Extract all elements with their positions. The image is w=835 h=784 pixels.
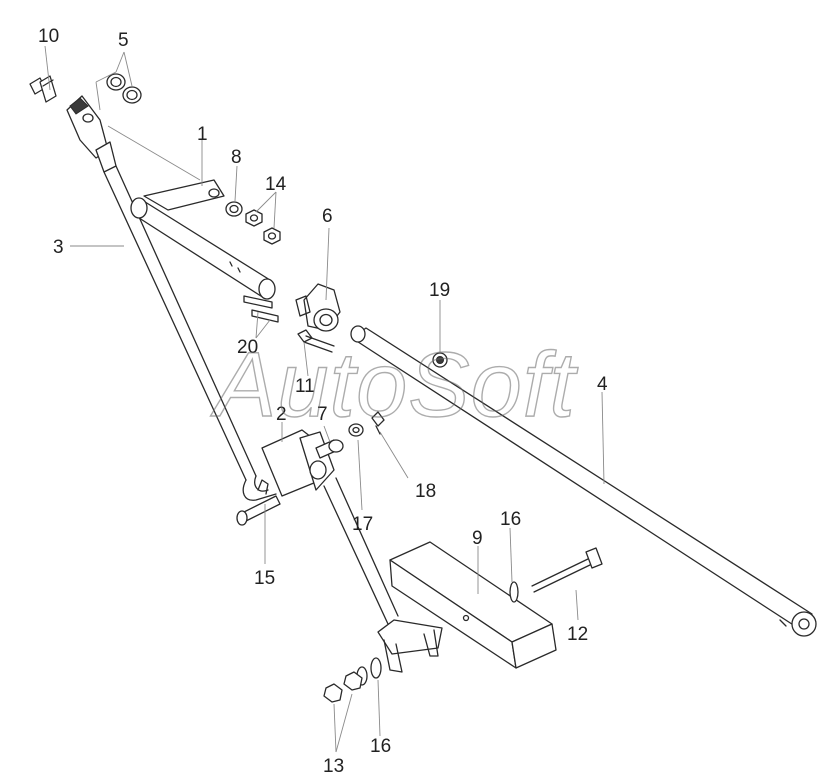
callout-11: 11 <box>295 376 315 397</box>
callout-9: 9 <box>472 528 483 549</box>
pedal-fork-part <box>377 619 443 673</box>
cotter-pin-part <box>371 411 385 435</box>
nut-pair-part <box>245 209 281 245</box>
bush-part-19 <box>432 352 448 368</box>
callout-15: 15 <box>254 568 275 589</box>
callout-10: 10 <box>38 26 59 47</box>
pedal-pad-part <box>389 541 557 669</box>
washer-part-8 <box>225 201 243 217</box>
key-pair-part <box>243 295 279 323</box>
bolt-part-11 <box>297 329 335 353</box>
callout-18: 18 <box>415 481 436 502</box>
callout-16-upper: 16 <box>500 509 521 530</box>
callout-7: 7 <box>317 404 328 425</box>
callout-14: 14 <box>265 174 287 195</box>
callout-1: 1 <box>197 124 208 145</box>
callout-19: 19 <box>429 280 450 301</box>
nut-pair-part-13 <box>323 671 363 703</box>
long-bolt-part <box>531 547 603 593</box>
callout-13: 13 <box>323 756 344 777</box>
spring-washer-part-upper <box>509 581 519 603</box>
grease-nipple-part <box>29 75 57 103</box>
pin-part <box>236 479 281 526</box>
callout-4: 4 <box>597 374 608 395</box>
callout-20: 20 <box>237 337 258 358</box>
callout-8: 8 <box>231 147 242 168</box>
lever-shaft-part <box>130 179 276 300</box>
spring-washer-part-lower <box>356 657 382 686</box>
pedal-lever-part <box>261 429 399 625</box>
leader-lines <box>44 45 605 753</box>
callout-17: 17 <box>352 514 373 535</box>
watermark-text: AutoSoft <box>210 334 578 436</box>
lever-boss-part <box>295 283 341 332</box>
callout-5: 5 <box>118 30 129 51</box>
callout-3: 3 <box>53 237 64 258</box>
callout-6: 6 <box>322 206 333 227</box>
push-rod-part <box>66 95 277 501</box>
callout-16-lower: 16 <box>370 736 391 757</box>
callout-12: 12 <box>567 624 588 645</box>
callout-labels: 10 5 1 8 14 3 6 19 20 11 4 2 7 18 17 15 … <box>38 26 608 777</box>
main-shaft-part <box>350 325 817 637</box>
washer-pair-part <box>106 73 142 104</box>
washer-pair-part-17 <box>328 423 364 453</box>
callout-2: 2 <box>276 404 287 425</box>
